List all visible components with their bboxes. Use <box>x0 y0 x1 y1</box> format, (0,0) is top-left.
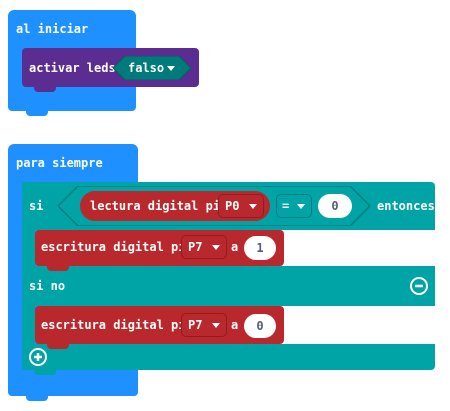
else-pin-dropdown[interactable]: P7 <box>181 313 227 337</box>
else-value-input[interactable]: 0 <box>244 314 276 338</box>
operator-dropdown[interactable]: = <box>276 194 312 218</box>
else-row <box>22 266 435 306</box>
if-else-footer <box>22 344 435 370</box>
then-label: entonces <box>377 199 435 213</box>
forever-bottom-tab <box>26 396 48 401</box>
on-start-bottom-tab <box>26 111 48 116</box>
then-pin-dropdown[interactable]: P7 <box>181 235 227 259</box>
chevron-down-icon <box>167 66 175 71</box>
digital-read-label: lectura digital pin <box>90 199 228 213</box>
else-to-label: a <box>231 318 239 332</box>
set-leds-bottom-tab <box>34 87 56 92</box>
then-write-label: escritura digital pin <box>41 240 193 254</box>
leds-value: falso <box>128 61 165 75</box>
else-write-bottom-tab <box>47 344 69 349</box>
forever-label: para siempre <box>16 156 103 170</box>
chevron-down-icon <box>249 204 257 209</box>
if-else-bottom-tab <box>34 370 56 375</box>
chevron-down-icon <box>212 245 220 250</box>
remove-else-icon[interactable] <box>410 277 428 295</box>
then-digital-write-block[interactable] <box>35 230 284 266</box>
then-pin-value: P7 <box>188 240 203 254</box>
read-pin-value: P0 <box>225 199 240 213</box>
compare-value-input[interactable]: 0 <box>318 194 352 218</box>
chevron-down-icon <box>212 323 220 328</box>
else-label: si no <box>29 279 66 293</box>
operator-value: = <box>282 199 290 213</box>
then-value-input[interactable]: 1 <box>244 236 276 260</box>
set-leds-label: activar leds <box>29 61 116 75</box>
else-digital-write-block[interactable] <box>35 306 284 344</box>
on-start-label: al iniciar <box>16 22 89 36</box>
read-pin-dropdown[interactable]: P0 <box>218 194 264 218</box>
else-pin-value: P7 <box>188 318 203 332</box>
then-write-bottom-tab <box>47 266 69 271</box>
else-write-label: escritura digital pin <box>41 318 193 332</box>
add-branch-icon[interactable] <box>29 348 47 366</box>
then-to-label: a <box>231 240 239 254</box>
chevron-down-icon <box>297 204 305 209</box>
leds-boolean-dropdown[interactable] <box>113 56 191 80</box>
if-label: si <box>29 199 44 213</box>
